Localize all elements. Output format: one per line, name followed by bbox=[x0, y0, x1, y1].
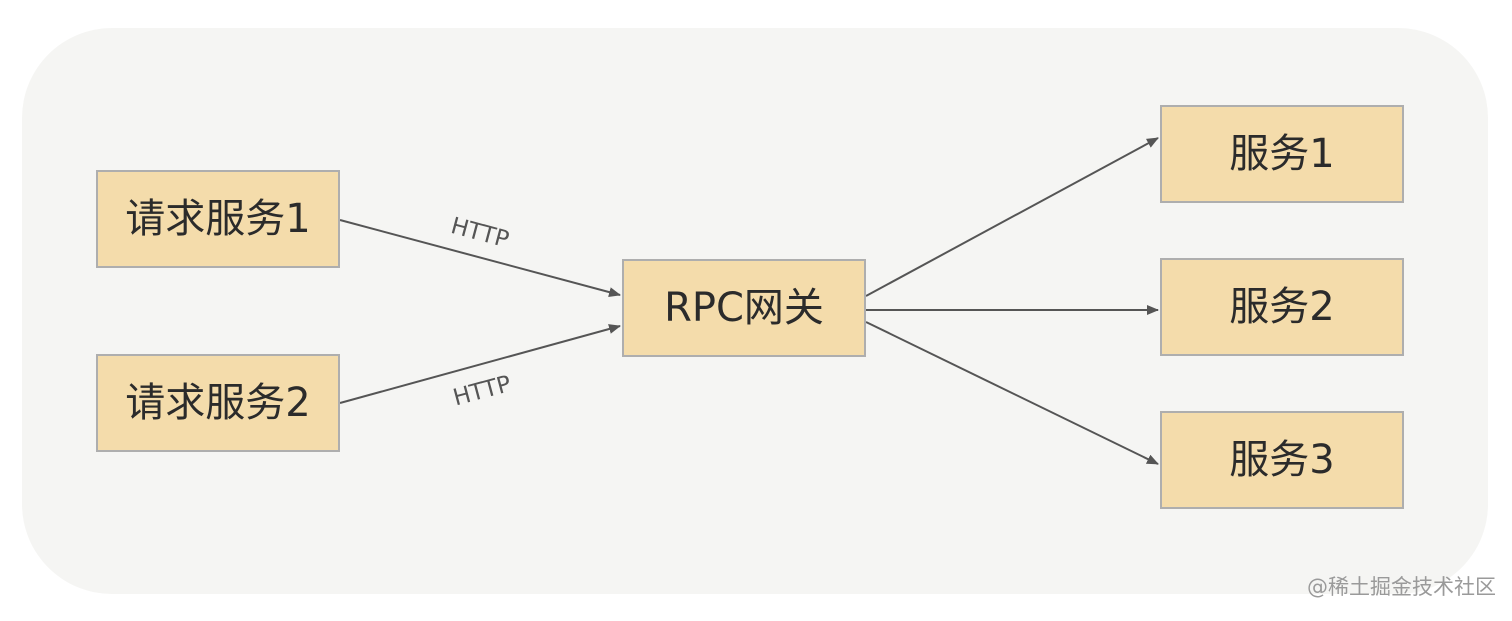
edge-req1-to-gateway bbox=[339, 219, 621, 297]
watermark: @稀土掘金技术社区 bbox=[1307, 575, 1496, 599]
edge-label-http-1: HTTP bbox=[448, 213, 512, 253]
node-rpc-gateway: RPC网关 bbox=[622, 259, 866, 357]
edge-gateway-to-service1 bbox=[865, 137, 1159, 297]
node-request-service-1: 请求服务1 bbox=[96, 170, 340, 268]
node-service-2: 服务2 bbox=[1160, 258, 1404, 356]
node-service-3: 服务3 bbox=[1160, 411, 1404, 509]
edge-req2-to-gateway bbox=[339, 324, 621, 404]
edge-label-http-2: HTTP bbox=[450, 371, 514, 411]
node-service-1: 服务1 bbox=[1160, 105, 1404, 203]
edge-gateway-to-service3 bbox=[865, 321, 1159, 465]
node-request-service-2: 请求服务2 bbox=[96, 354, 340, 452]
